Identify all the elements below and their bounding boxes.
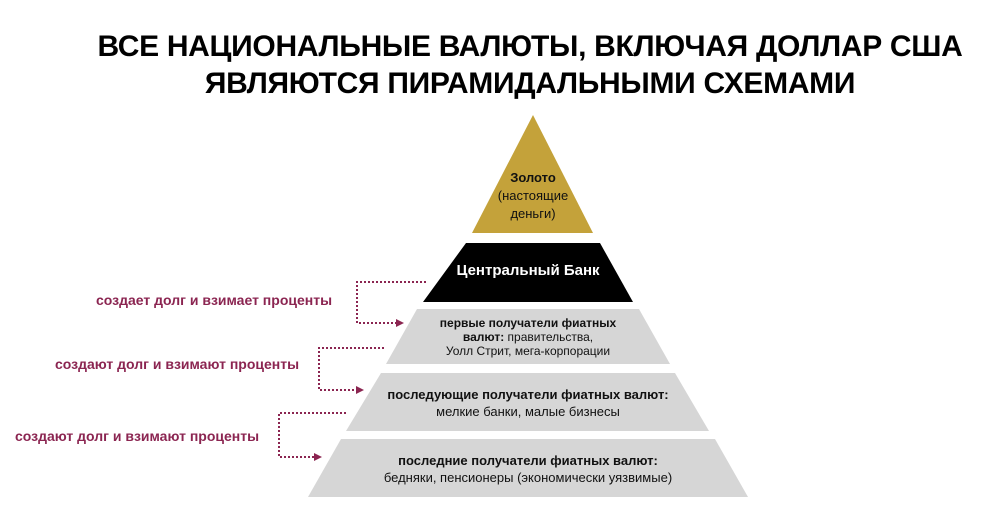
arrow-central-bank [356,281,426,324]
last-recipients-label: последние получатели фиатных валют: бедн… [318,452,738,486]
gold-line-3: деньги) [510,206,556,221]
title-line-1: ВСЕ НАЦИОНАЛЬНЫЕ ВАЛЮТЫ, ВКЛЮЧАЯ ДОЛЛАР … [97,30,963,63]
first-recipients-bold-2: валют: [462,330,505,344]
note-central-bank: создает долг и взимает проценты [96,292,333,308]
page-title: ВСЕ НАЦИОНАЛЬНЫЕ ВАЛЮТЫ, ВКЛЮЧАЯ ДОЛЛАР … [80,28,980,102]
gold-label: Золото (настоящие деньги) [473,169,593,223]
gold-title: Золото [510,170,556,185]
gold-line-2: (настоящие [497,188,569,203]
central-bank-text: Центральный Банк [456,262,600,279]
gold-tier [472,115,593,233]
first-recipients-rest-2: правительства, [504,330,594,344]
note-first-recipients: создают долг и взимают проценты [55,356,300,372]
arrow-first-recipients [318,347,384,391]
last-recipients-line-2: бедняки, пенсионеры (экономически уязвим… [383,470,673,485]
subsequent-recipients-label: последующие получатели фиатных валют: ме… [352,386,704,420]
first-recipients-line-3: Уолл Стрит, мега-корпорации [445,344,611,358]
first-recipients-label: первые получатели фиатных валют: правите… [388,316,668,358]
first-recipients-tier [386,309,670,364]
subsequent-recipients-bold: последующие получатели фиатных валют: [387,387,669,402]
central-bank-label: Центральный Банк [423,262,633,280]
arrow-subsequent-recipients [278,412,346,458]
arrow-head-3 [314,453,322,461]
first-recipients-bold-1: первые получатели фиатных [439,316,617,330]
note-subsequent-recipients: создают долг и взимают проценты [15,428,260,444]
last-recipients-bold: последние получатели фиатных валют: [398,453,658,468]
central-bank-tier [423,243,633,302]
subsequent-recipients-line-2: мелкие банки, малые бизнесы [436,404,620,419]
subsequent-recipients-tier [346,373,709,431]
arrow-head-2 [356,386,364,394]
arrow-head-1 [396,319,404,327]
last-recipients-tier [308,439,748,497]
title-line-2: ЯВЛЯЮТСЯ ПИРАМИДАЛЬНЫМИ СХЕМАМИ [204,67,856,100]
